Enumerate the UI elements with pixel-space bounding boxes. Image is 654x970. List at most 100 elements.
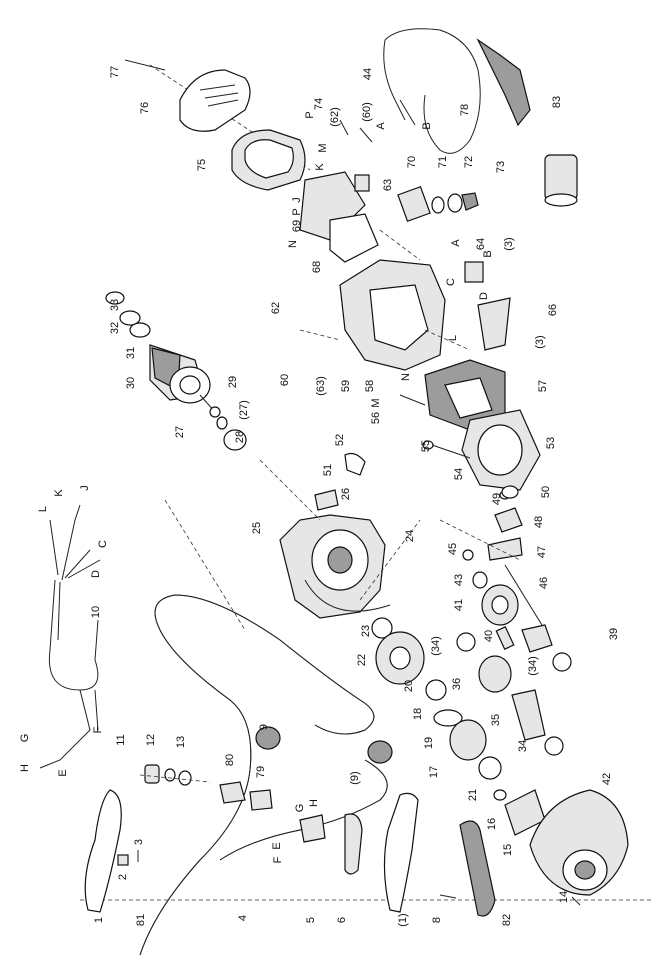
part-label: 14 (558, 891, 570, 903)
part-label: 73 (495, 161, 507, 173)
part-label: 18 (412, 708, 424, 720)
part-label: 16 (486, 818, 498, 830)
part-label: 22 (356, 654, 368, 666)
part-label: 66 (547, 304, 559, 316)
part-label: F (272, 856, 284, 863)
part-label: A (450, 239, 462, 247)
power-cable (383, 28, 531, 154)
part-label: J (291, 197, 303, 203)
part-label: 48 (533, 516, 545, 528)
part-label: K (53, 489, 65, 497)
part-label: (3) (503, 237, 515, 250)
part-label: 39 (608, 628, 620, 640)
part-label: D (90, 570, 102, 578)
part-label: B (482, 250, 494, 257)
part-label: (9) (349, 771, 361, 784)
part-label: 6 (336, 917, 348, 923)
part-label: 19 (423, 737, 435, 749)
part-label: 40 (483, 630, 495, 642)
part-label: 30 (125, 377, 137, 389)
part-label: (60) (361, 102, 373, 122)
part-label: 63 (382, 179, 394, 191)
handle-grips (80, 789, 654, 917)
part-label: 82 (501, 914, 513, 926)
part-label: 24 (404, 530, 416, 542)
spindle-and-gearbox-cover (493, 789, 629, 906)
part-label: 47 (536, 546, 548, 558)
gear-train-left (371, 617, 502, 780)
part-label: 31 (125, 347, 137, 359)
part-label: (34) (527, 656, 539, 676)
part-label: 28 (234, 431, 246, 443)
part-label: 50 (540, 486, 552, 498)
part-label: 34 (517, 740, 529, 752)
part-label: 36 (451, 678, 463, 690)
part-label: N (400, 373, 412, 381)
part-label: 1 (93, 917, 105, 923)
part-label: 44 (362, 68, 374, 80)
part-label: N (287, 240, 299, 248)
part-label: 55 (420, 440, 432, 452)
part-label: 54 (453, 468, 465, 480)
part-label: J (79, 485, 91, 491)
part-label: 11 (115, 734, 127, 745)
part-label: L (447, 335, 459, 341)
part-label: P (304, 111, 316, 118)
armature (105, 291, 247, 451)
part-label: L (37, 506, 49, 512)
part-label: D (478, 292, 490, 300)
part-label: E (271, 842, 283, 849)
part-label: 4 (237, 915, 249, 921)
part-label: 13 (175, 736, 187, 748)
part-label: 41 (453, 599, 465, 611)
part-label: 69 (291, 220, 303, 232)
top-cover-assembly (124, 59, 379, 263)
part-label: 15 (502, 844, 514, 856)
part-label: 9 (258, 724, 270, 730)
screw-set-11-13 (139, 764, 211, 786)
part-label: 49 (491, 493, 503, 505)
part-label: 56 (370, 412, 382, 424)
part-label: 27 (174, 426, 186, 438)
part-label: 72 (463, 156, 475, 168)
part-label: 75 (196, 159, 208, 171)
part-label: F (92, 726, 104, 733)
part-label: 53 (545, 437, 557, 449)
part-label: 8 (431, 917, 443, 923)
part-label: C (445, 278, 457, 286)
part-label: 32 (109, 322, 121, 334)
part-label: (62) (329, 107, 341, 127)
part-label: 46 (538, 577, 550, 589)
part-label: 42 (601, 773, 613, 785)
brush-holder-parts (397, 185, 479, 223)
part-label: 12 (145, 734, 157, 746)
motor-housing (339, 259, 511, 371)
part-label: (3) (534, 335, 546, 348)
field-coil (399, 359, 541, 491)
part-label: 64 (475, 238, 487, 250)
part-label: 17 (428, 766, 440, 778)
part-label: (34) (430, 636, 442, 656)
part-label: P (291, 208, 303, 215)
part-label: 60 (279, 374, 291, 386)
part-label: 78 (459, 104, 471, 116)
part-label: 51 (322, 464, 334, 476)
part-label: 25 (251, 522, 263, 534)
internal-cable (39, 504, 101, 769)
part-label: (63) (315, 376, 327, 396)
part-label: 62 (270, 302, 282, 314)
part-label: 83 (551, 96, 563, 108)
part-label: 74 (313, 98, 325, 110)
gear-train-right (456, 485, 572, 756)
part-label: 33 (109, 299, 121, 311)
part-label: 3 (133, 839, 145, 845)
part-label: 43 (453, 574, 465, 586)
part-label: 35 (490, 714, 502, 726)
part-label: 58 (364, 380, 376, 392)
part-label: 79 (255, 766, 267, 778)
part-label: C (97, 540, 109, 548)
part-label: M (317, 143, 329, 152)
part-label: 23 (360, 625, 372, 637)
part-label: H (19, 764, 31, 772)
